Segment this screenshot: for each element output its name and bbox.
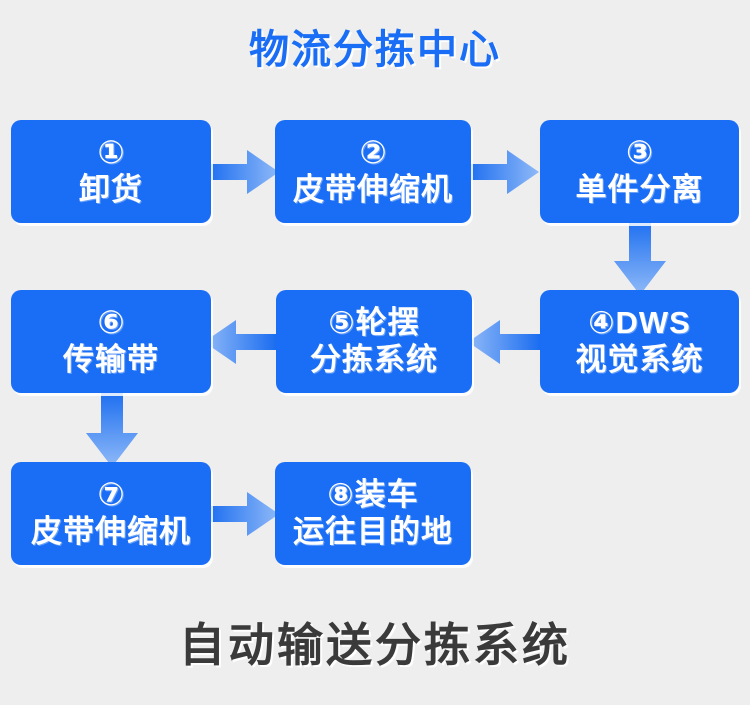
- arrow-right-icon-2-3: [463, 148, 539, 196]
- flow-node-4-line1: ④DWS: [588, 304, 691, 340]
- arrow-left-icon-5-6: [204, 318, 280, 366]
- arrow-left-icon-4-5: [468, 318, 544, 366]
- flow-node-4[interactable]: ④DWS 视觉系统: [540, 290, 739, 393]
- flow-node-1-label: 卸货: [79, 172, 143, 208]
- flow-node-1-marker: ①: [97, 134, 125, 171]
- flow-node-8-line1: ⑧装车: [327, 476, 419, 512]
- flow-node-7[interactable]: ⑦ 皮带伸缩机: [11, 462, 211, 565]
- flow-node-2-label: 皮带伸缩机: [293, 172, 453, 208]
- flow-node-6[interactable]: ⑥ 传输带: [11, 290, 211, 393]
- flow-node-2-marker: ②: [359, 134, 387, 171]
- flow-node-7-label: 皮带伸缩机: [31, 514, 191, 550]
- flow-node-3-marker: ③: [625, 134, 654, 171]
- arrow-right-icon-7-8: [203, 490, 279, 538]
- flow-node-8[interactable]: ⑧装车 运往目的地: [275, 462, 471, 565]
- arrow-right-icon-1-2: [203, 148, 279, 196]
- page-title: 物流分拣中心: [249, 28, 501, 72]
- flow-node-2[interactable]: ② 皮带伸缩机: [275, 120, 471, 223]
- flow-node-5-line1: ⑤轮摆: [328, 304, 420, 340]
- flow-node-6-marker: ⑥: [97, 304, 125, 341]
- page-subtitle: 自动输送分拣系统: [179, 619, 571, 671]
- flow-node-3[interactable]: ③ 单件分离: [540, 120, 739, 223]
- flow-node-1[interactable]: ① 卸货: [11, 120, 211, 223]
- arrow-down-icon-3-4: [613, 215, 667, 295]
- flow-node-8-line2: 运往目的地: [293, 513, 453, 549]
- flow-node-4-line2: 视觉系统: [575, 341, 704, 377]
- flow-node-5[interactable]: ⑤轮摆 分拣系统: [276, 290, 472, 393]
- flow-node-6-label: 传输带: [63, 342, 159, 378]
- flow-node-5-line2: 分拣系统: [310, 341, 438, 377]
- flow-node-3-label: 单件分离: [575, 172, 704, 208]
- flow-node-7-marker: ⑦: [97, 476, 125, 513]
- arrow-down-icon-6-7: [85, 387, 139, 467]
